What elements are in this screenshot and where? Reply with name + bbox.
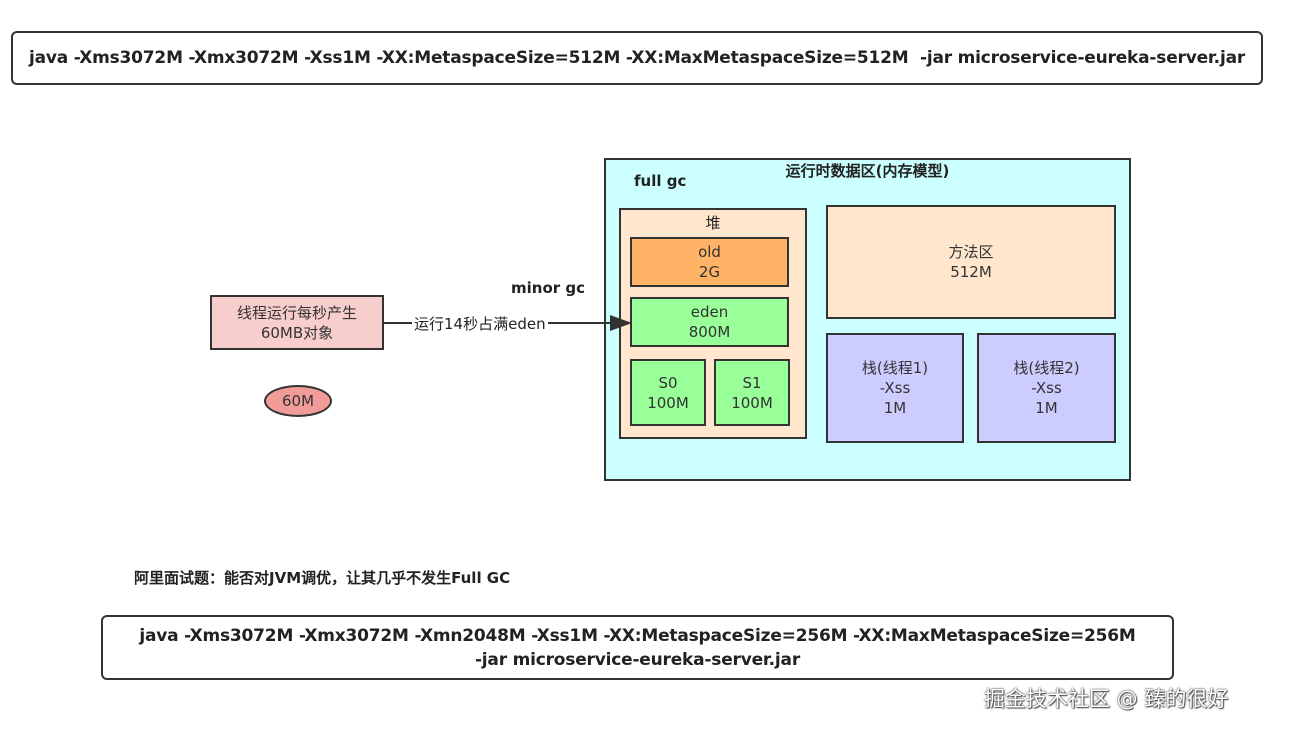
bottom-command-line1: java -Xms3072M -Xmx3072M -Xmn2048M -Xss1… [139,625,1136,646]
s0-box: S0 100M [630,359,706,426]
runtime-area-title: 运行时数据区(内存模型) [785,162,950,180]
minor-gc-label: minor gc [511,279,586,297]
thread-box: 线程运行每秒产生 60MB对象 [210,295,384,350]
stack-thread2-size: 1M [1035,399,1058,417]
full-gc-label: full gc [634,172,687,190]
stack-thread2-param: -Xss [1031,379,1062,397]
s0-name: S0 [658,373,678,392]
stack-thread1-size: 1M [883,399,907,417]
stack-thread1-param: -Xss [879,379,911,397]
s1-size: 100M [731,393,773,412]
stack-thread2-box: 栈(线程2) -Xss 1M [977,333,1116,443]
object-ellipse-label: 60M [281,392,315,410]
method-area-name: 方法区 [948,243,994,261]
interview-question: 阿里面试题：能否对JVM调优，让其几乎不发生Full GC [134,569,511,587]
s1-box: S1 100M [714,359,790,426]
s1-name: S1 [742,373,762,392]
heap-title: 堆 [705,214,721,232]
thread-box-line1: 线程运行每秒产生 [236,303,357,322]
old-gen-box: old 2G [630,237,789,287]
object-ellipse: 60M [264,385,332,417]
arrow-label: 运行14秒占满eden [412,314,548,334]
method-area-size: 512M [950,263,992,281]
stack-thread1-box: 栈(线程1) -Xss 1M [826,333,964,443]
eden-size: 800M [688,323,731,341]
stack-thread1-name: 栈(线程1) [861,359,929,377]
old-gen-size: 2G [698,263,721,281]
old-gen-name: old [698,243,721,261]
top-command-box: java -Xms3072M -Xmx3072M -Xss1M -XX:Meta… [11,31,1263,85]
eden-box: eden 800M [630,297,789,347]
top-command-text: java -Xms3072M -Xmx3072M -Xss1M -XX:Meta… [28,48,1246,68]
s0-size: 100M [647,393,689,412]
method-area-box: 方法区 512M [826,205,1116,319]
watermark: 掘金技术社区 @ 臻的很好 [984,687,1229,711]
thread-box-line2: 60MB对象 [260,323,334,342]
stack-thread2-name: 栈(线程2) [1013,359,1080,377]
eden-name: eden [690,303,729,321]
bottom-command-line2: -jar microservice-eureka-server.jar [474,649,801,670]
bottom-command-box: java -Xms3072M -Xmx3072M -Xmn2048M -Xss1… [101,615,1174,680]
